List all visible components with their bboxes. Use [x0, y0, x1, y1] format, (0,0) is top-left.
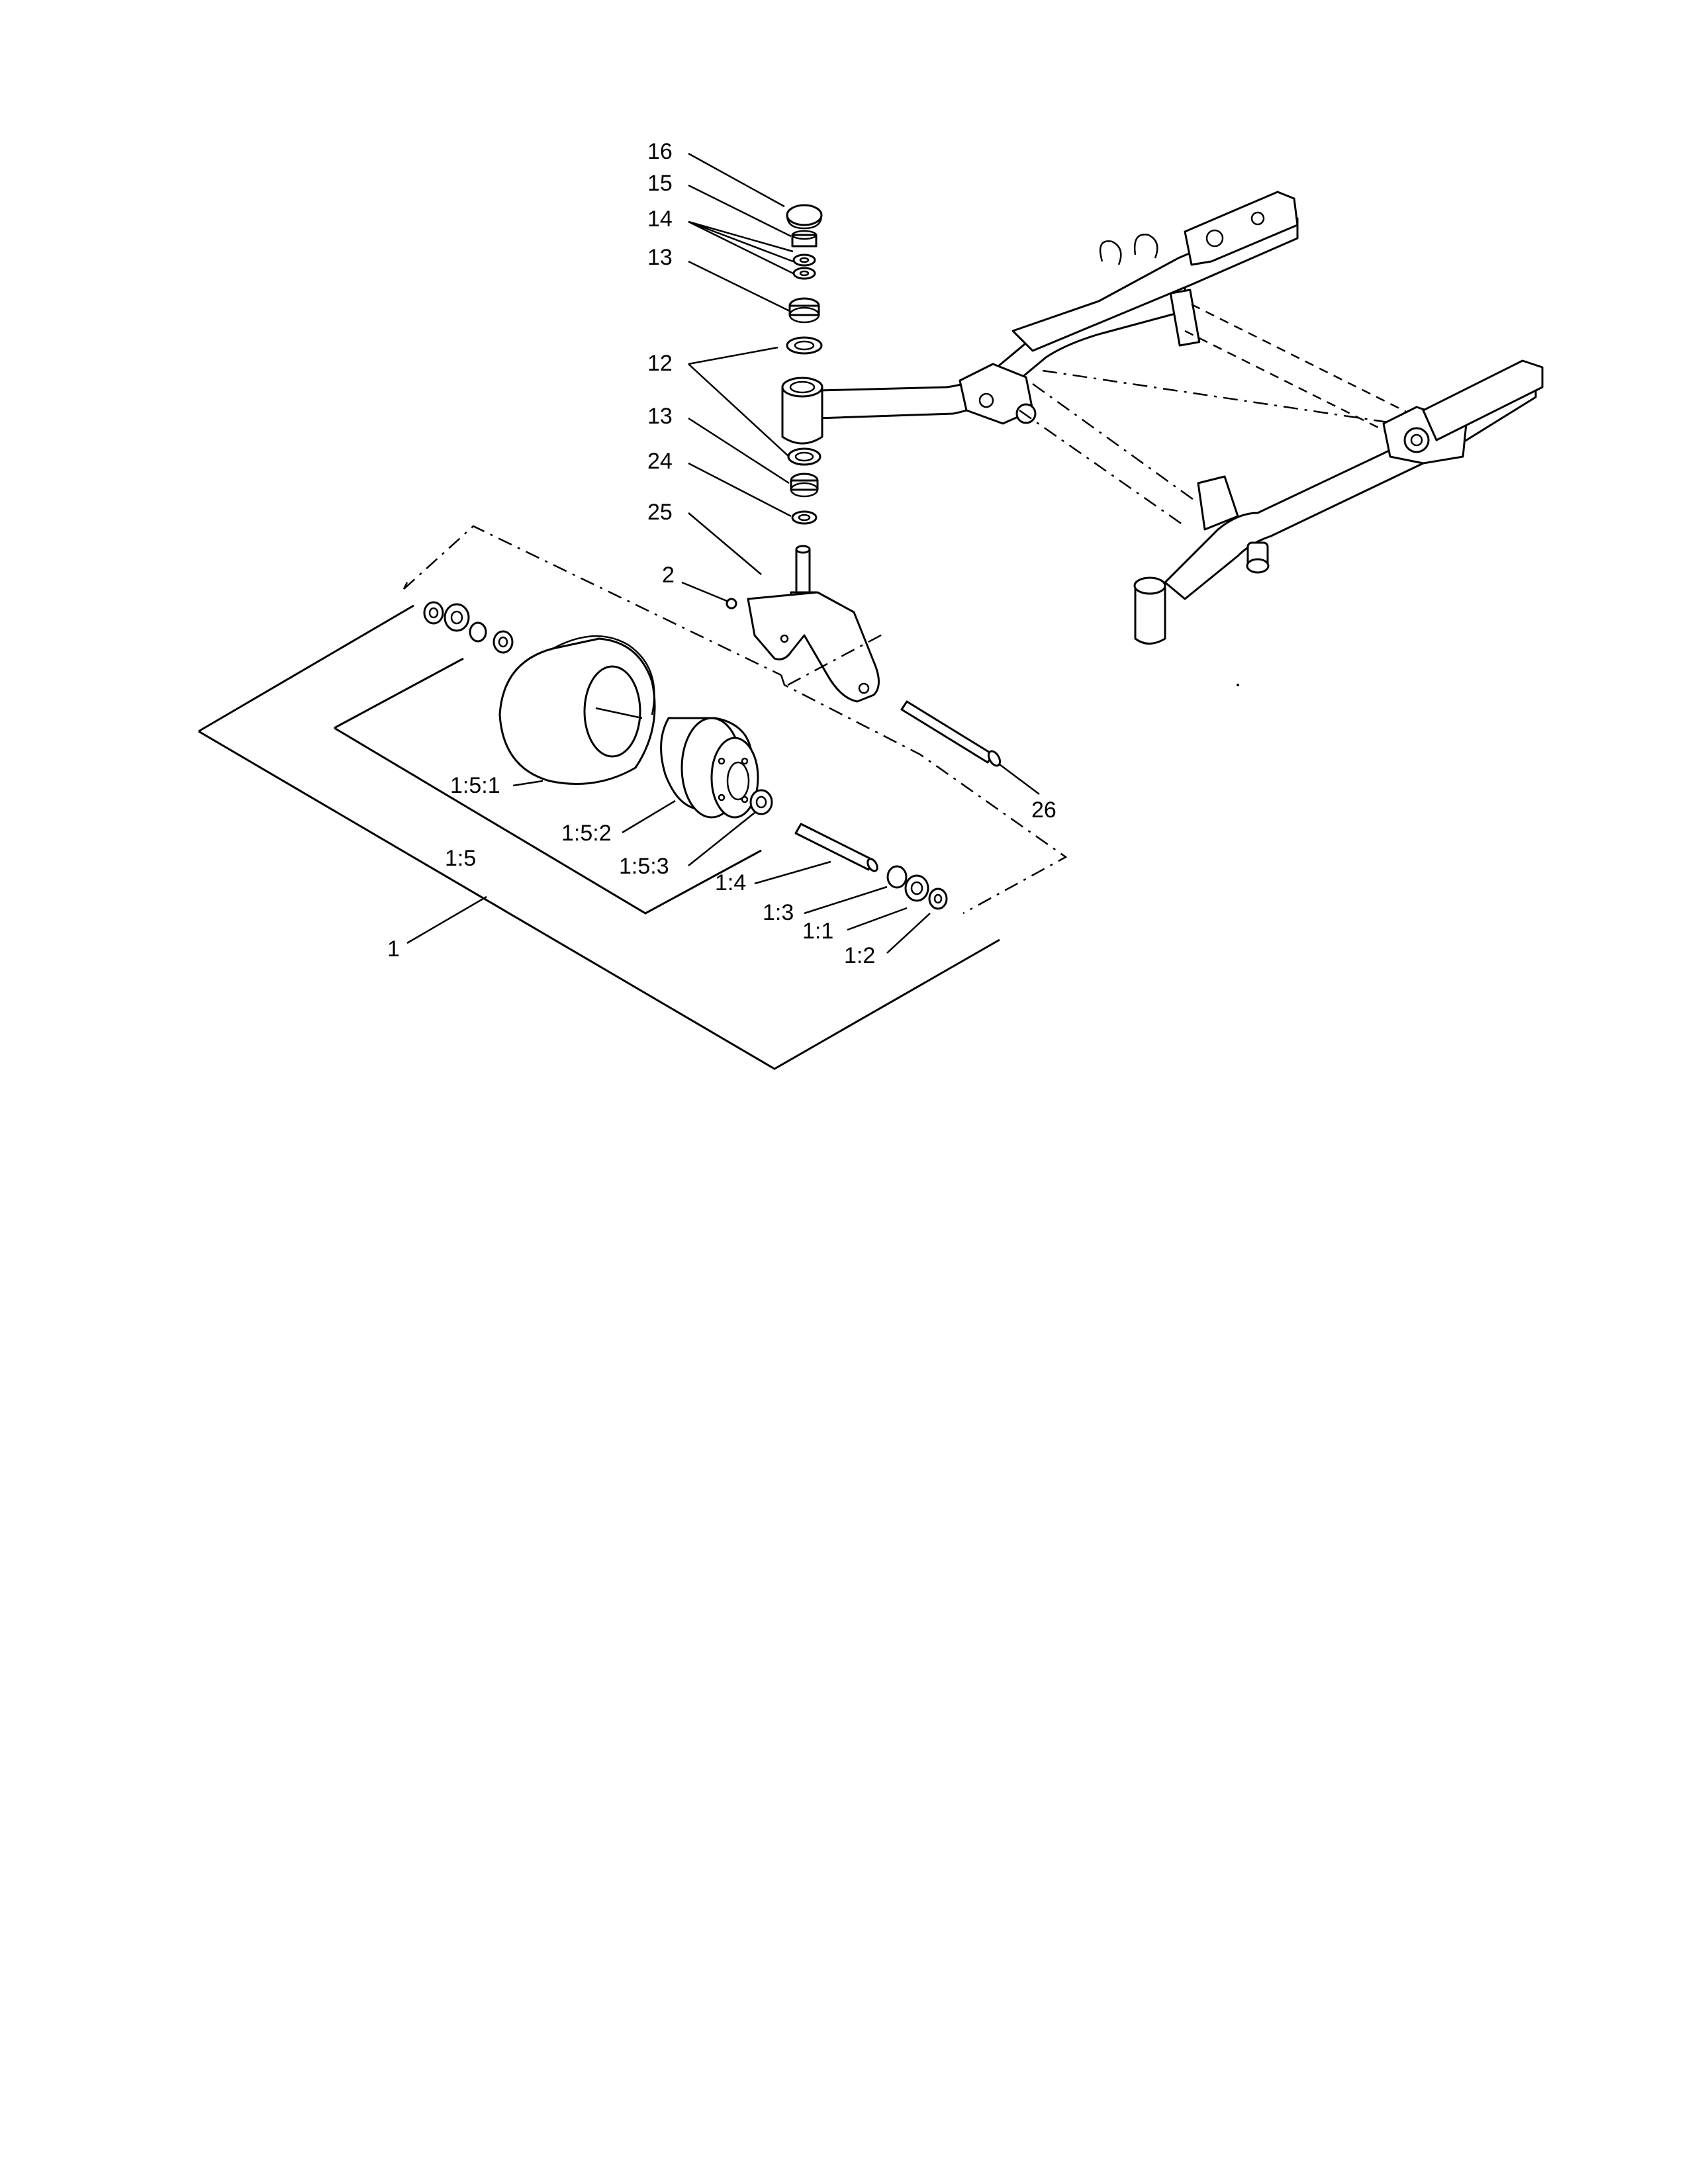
callout-1-5-1: 1:5:1	[450, 773, 500, 798]
leader-2	[681, 581, 727, 602]
seal	[791, 510, 818, 525]
race-lower	[787, 447, 821, 466]
caster-fork	[747, 545, 880, 703]
callout-1-4: 1:4	[715, 870, 746, 895]
leader-1-4	[754, 860, 831, 885]
leader-1-2	[886, 913, 931, 954]
callout-labels: 16 15 14 13 12 13 24 25 2 26 1:5:1 1:5:2…	[387, 139, 1056, 968]
leader-26	[999, 764, 1040, 795]
leader-25	[688, 512, 762, 575]
callout-15: 15	[647, 171, 673, 196]
leader-24	[688, 462, 792, 518]
caster-spindle-assembly	[726, 204, 1002, 767]
leader-1	[406, 895, 487, 944]
bracket-item-1-5	[334, 657, 762, 915]
callout-25: 25	[647, 500, 673, 525]
callout-1-5-2: 1:5:2	[561, 821, 612, 846]
spindle-nut	[791, 234, 818, 248]
spacer-left-2	[469, 621, 487, 643]
bracket-item-1	[198, 604, 1000, 1070]
leader-16	[688, 152, 785, 208]
leader-14b	[688, 220, 794, 275]
callout-1-1: 1:1	[802, 919, 833, 944]
callout-1-2: 1:2	[844, 943, 875, 968]
leader-1-5-2	[622, 799, 676, 834]
washer-left	[492, 630, 514, 654]
leader-13a	[688, 260, 790, 312]
leader-lines	[406, 152, 1040, 954]
leader-14c	[688, 220, 794, 253]
bearing-left	[444, 603, 470, 632]
mower-frame	[816, 191, 1544, 686]
rim	[660, 717, 759, 819]
washer-lower	[792, 267, 816, 280]
leader-12b	[688, 363, 790, 457]
callout-13-lower: 13	[647, 404, 673, 429]
race-upper	[786, 336, 823, 355]
callout-12: 12	[647, 351, 673, 376]
dust-cap	[786, 204, 823, 226]
rim-bearing	[749, 789, 773, 815]
caster-housing	[781, 386, 823, 445]
spacer-left-1	[423, 601, 444, 625]
leader-15	[688, 184, 792, 238]
callout-16: 16	[647, 139, 673, 164]
callout-1: 1	[387, 936, 400, 962]
callout-2: 2	[662, 563, 675, 588]
callout-1-5: 1:5	[445, 846, 476, 871]
leader-1-5-1	[512, 780, 543, 787]
callout-24: 24	[647, 449, 673, 474]
axle-sleeve	[794, 823, 878, 872]
spacer-right	[886, 865, 908, 889]
leader-13b	[688, 417, 790, 484]
leader-14a	[688, 220, 794, 263]
grease-fitting	[726, 598, 737, 610]
seal-right	[928, 887, 948, 910]
bearing-right	[904, 874, 929, 902]
wheel-assembly	[402, 525, 1068, 915]
leader-12a	[688, 346, 778, 365]
leader-1-5-3	[688, 812, 755, 866]
callout-1-5-3: 1:5:3	[619, 854, 669, 879]
callout-1-3: 1:3	[763, 900, 794, 925]
callout-13-upper: 13	[647, 245, 673, 270]
callout-26: 26	[1031, 797, 1056, 823]
washer-upper	[792, 253, 816, 267]
group-brackets	[198, 604, 1000, 1070]
tire	[498, 635, 656, 785]
callout-14: 14	[647, 206, 673, 232]
leader-1-1	[847, 907, 908, 931]
axle-bolt	[900, 700, 1002, 767]
leader-1-3	[804, 886, 888, 915]
